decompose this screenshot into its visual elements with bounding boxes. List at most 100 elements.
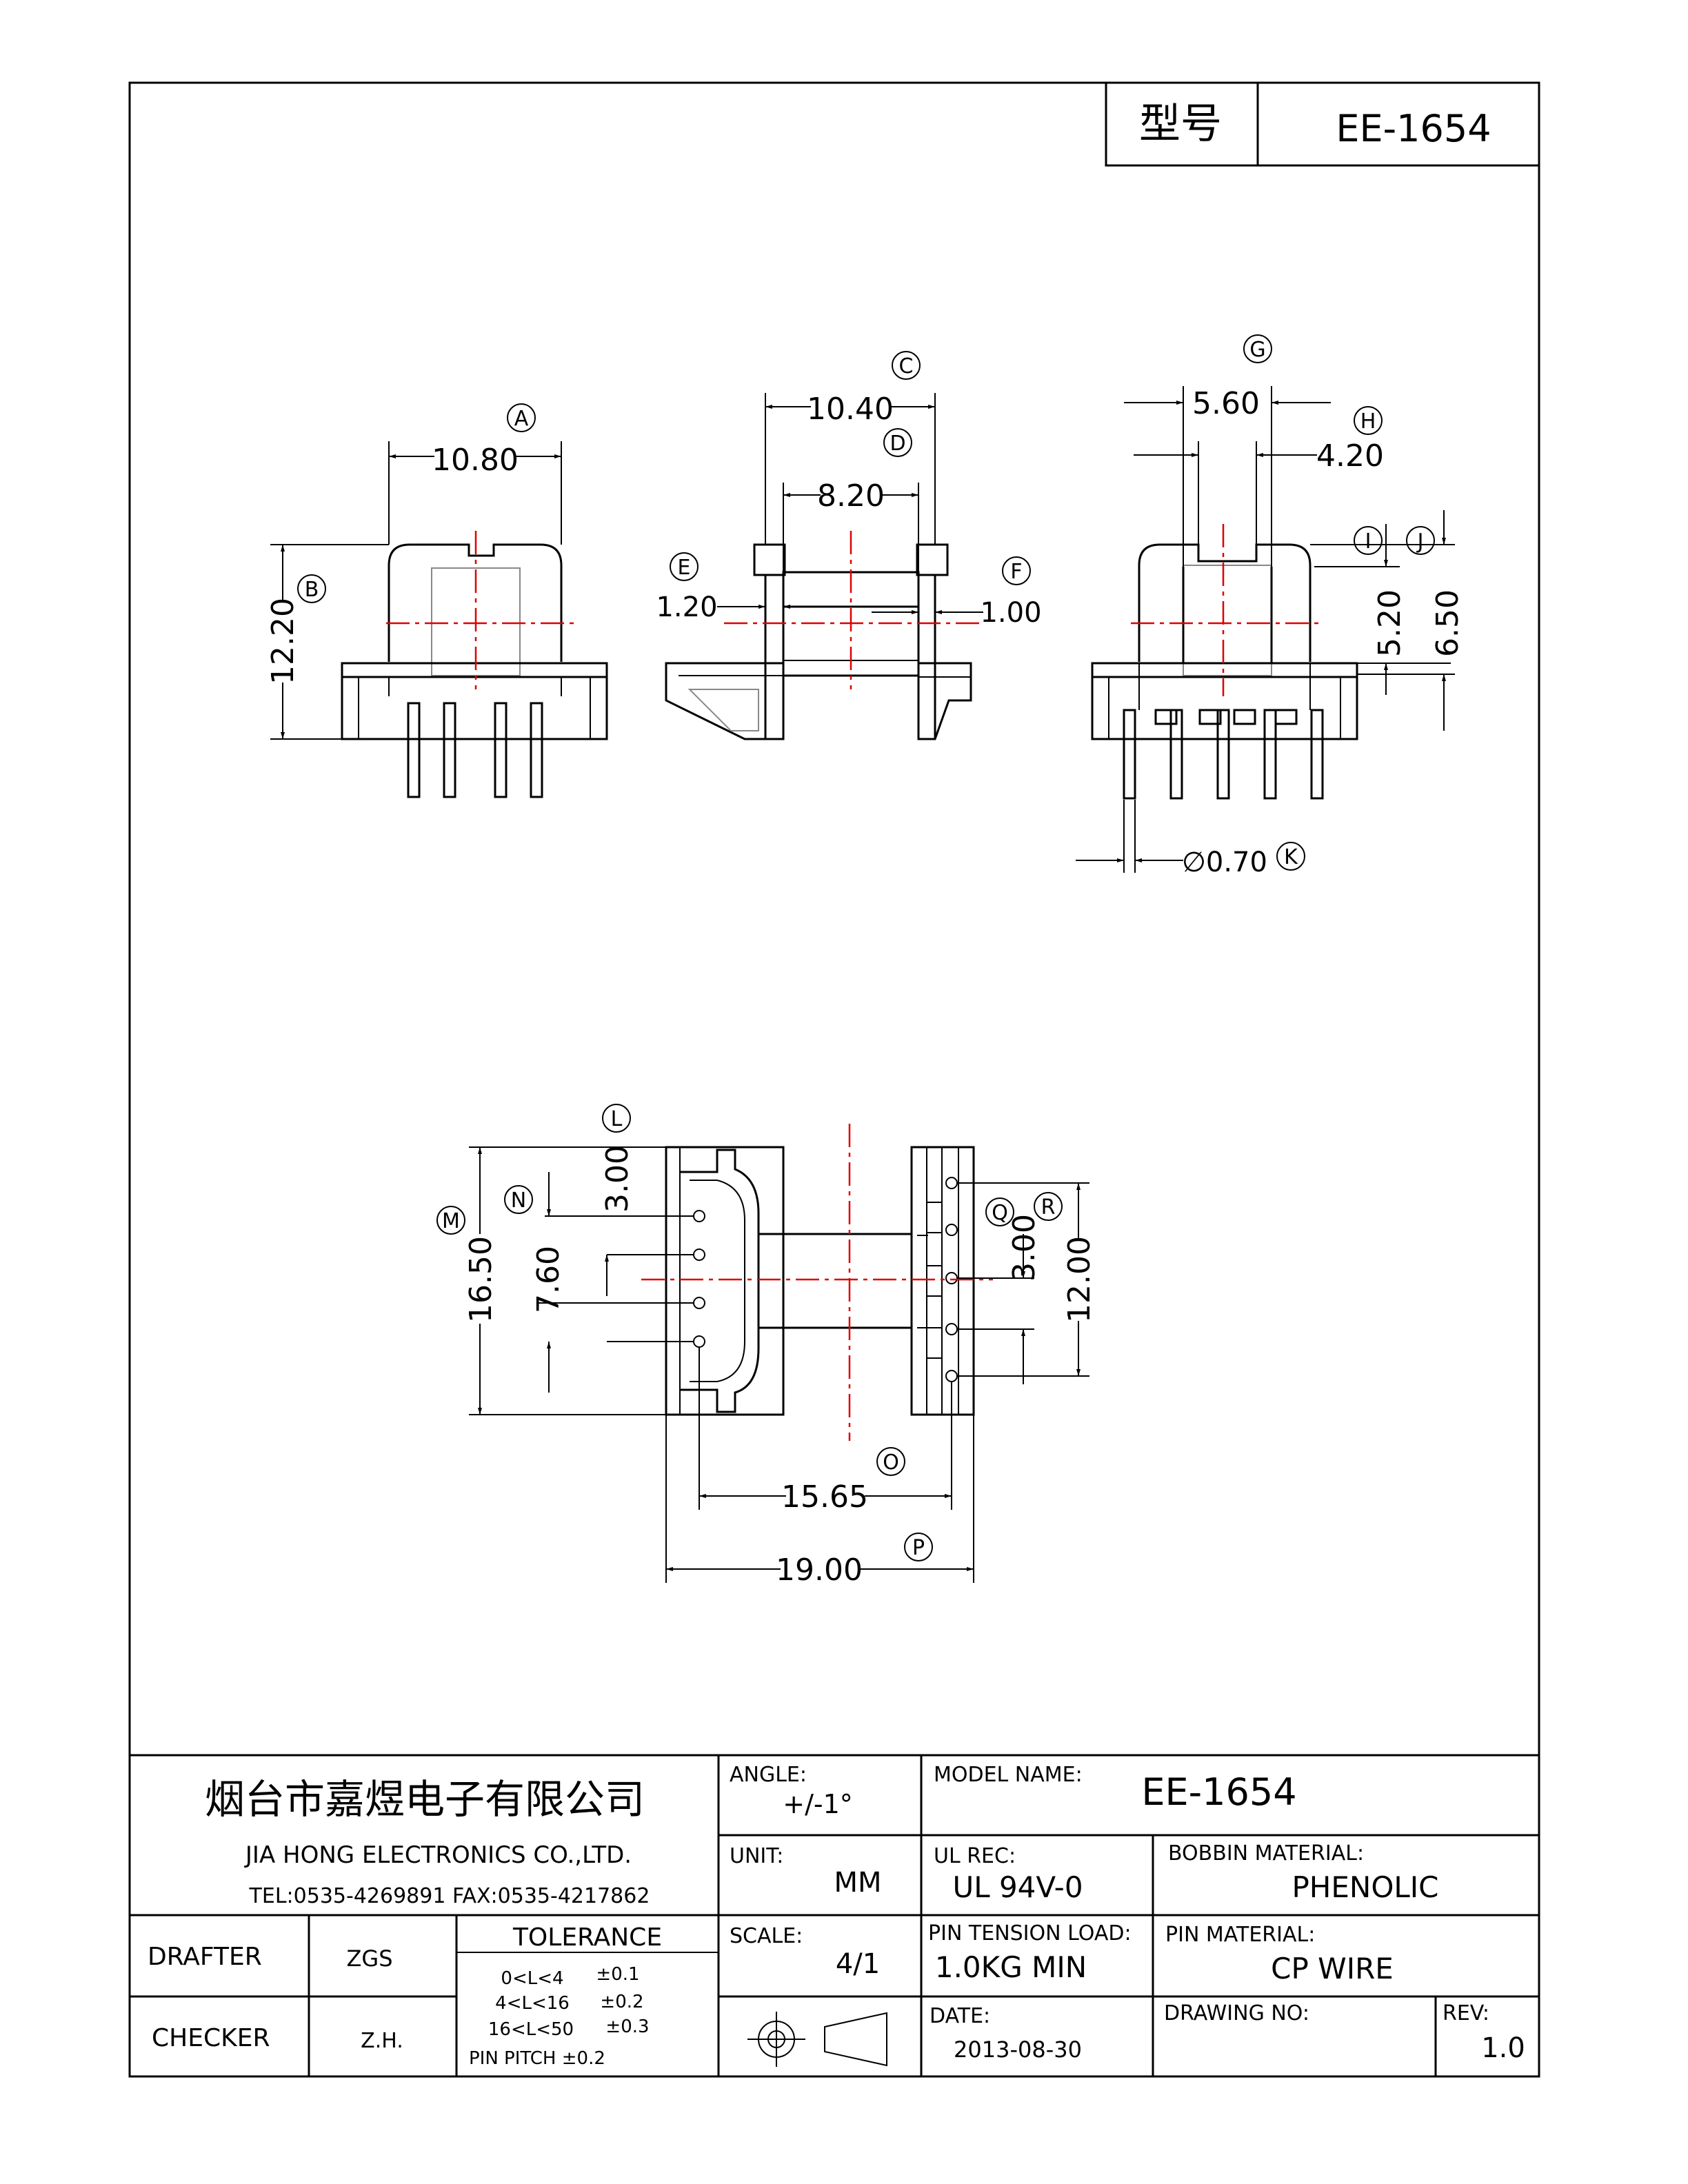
dim-E-tag: E	[678, 556, 691, 580]
scale-label: SCALE:	[730, 1924, 803, 1948]
dim-I: 5.20 I	[1314, 524, 1451, 695]
bobbin-material-value: PHENOLIC	[1292, 1870, 1438, 1904]
dim-G-tag: G	[1249, 338, 1265, 362]
dim-J: 6.50 J	[1310, 510, 1465, 731]
dim-I-value: 5.20	[1372, 589, 1407, 657]
dim-G: 5.60 G	[1124, 334, 1331, 567]
dim-E-value: 1.20	[656, 592, 717, 623]
dim-Q-tag: Q	[992, 1201, 1008, 1225]
pin-tension-label: PIN TENSION LOAD:	[928, 1921, 1132, 1945]
dim-D: 8.20 D	[783, 428, 919, 575]
pin-material-value: CP WIRE	[1271, 1952, 1394, 1985]
unit-label: UNIT:	[730, 1844, 783, 1868]
angle-value: +/-1°	[783, 1789, 853, 1819]
dim-O: 15.65 O	[699, 1347, 952, 1515]
front-view	[341, 531, 608, 798]
dim-F-value: 1.00	[980, 597, 1041, 629]
checker-label: CHECKER	[152, 2024, 270, 2052]
tol-range-1: 0<L<4	[501, 1968, 563, 1989]
dim-H-value: 4.20	[1316, 438, 1384, 474]
model-name-label: MODEL NAME:	[934, 1763, 1083, 1787]
ul-label: UL REC:	[934, 1844, 1016, 1868]
dim-J-value: 6.50	[1430, 589, 1465, 657]
dim-D-tag: D	[890, 432, 905, 456]
dim-P-value: 19.00	[776, 1553, 863, 1588]
dim-C-value: 10.40	[807, 392, 894, 427]
pin-material-label: PIN MATERIAL:	[1165, 1923, 1315, 1947]
dim-E: 1.20 E	[656, 552, 830, 623]
dim-L: 3.00 L	[545, 1104, 694, 1296]
dim-A-tag: A	[514, 407, 529, 431]
dim-B-value: 12.20	[265, 598, 301, 685]
dim-L-tag: L	[611, 1107, 623, 1131]
dim-L-value: 3.00	[600, 1145, 635, 1213]
rev-label: REV:	[1443, 2001, 1489, 2025]
dim-M-value: 16.50	[463, 1236, 499, 1323]
bobbin-material-label: BOBBIN MATERIAL:	[1168, 1841, 1364, 1866]
date-label: DATE:	[930, 2004, 990, 2028]
angle-label: ANGLE:	[730, 1763, 807, 1787]
type-label: 型号	[1139, 100, 1222, 148]
side-view	[665, 531, 979, 740]
tol-range-3: 16<L<50	[488, 2019, 574, 2040]
date-value: 2013-08-30	[954, 2036, 1082, 2063]
dim-K-value: ∅0.70	[1182, 847, 1267, 878]
dim-B: 12.20 B	[265, 544, 389, 740]
checker-value: Z.H.	[361, 2029, 403, 2053]
company-en: JIA HONG ELECTRONICS CO.,LTD.	[244, 1841, 632, 1869]
header-box: 型号 EE-1654	[1105, 81, 1540, 167]
drafter-value: ZGS	[346, 1945, 392, 1972]
dim-K-tag: K	[1284, 845, 1298, 869]
dim-P: 19.00 P	[665, 1415, 974, 1588]
dim-R: 12.00 R	[957, 1182, 1097, 1377]
dim-C: 10.40 C	[765, 351, 936, 545]
dim-Q-value: 3.00	[1007, 1214, 1042, 1282]
dim-F-tag: F	[1010, 560, 1022, 584]
title-block: 烟台市嘉煜电子有限公司 JIA HONG ELECTRONICS CO.,LTD…	[130, 1754, 1539, 2076]
model-name-value: EE-1654	[1141, 1770, 1296, 1814]
dim-F: 1.00 F	[872, 556, 1042, 629]
pin-tension-value: 1.0KG MIN	[935, 1950, 1087, 1984]
dim-J-tag: J	[1416, 529, 1424, 554]
dim-N-value: 7.60	[531, 1246, 566, 1313]
dim-B-tag: B	[305, 578, 319, 602]
dim-O-tag: O	[883, 1450, 899, 1475]
tol-value-2: ±0.2	[600, 1992, 643, 2012]
dim-H-tag: H	[1360, 410, 1376, 434]
rev-value: 1.0	[1481, 2032, 1525, 2064]
sheet-border	[128, 81, 1540, 2078]
drawing-no-label: DRAWING NO:	[1164, 2001, 1309, 2025]
tol-value-3: ±0.3	[605, 2016, 649, 2037]
back-view	[1091, 524, 1358, 800]
dim-P-tag: P	[912, 1536, 925, 1560]
dim-M: 16.50 M	[436, 1146, 666, 1415]
company-cn: 烟台市嘉煜电子有限公司	[205, 1776, 645, 1823]
tol-range-2: 4<L<16	[495, 1993, 570, 2014]
dim-R-value: 12.00	[1062, 1236, 1097, 1323]
dim-D-value: 8.20	[817, 478, 885, 514]
company-contact: TEL:0535-4269891 FAX:0535-4217862	[249, 1884, 650, 1908]
unit-value: MM	[834, 1867, 881, 1899]
dim-N: 7.60 N	[504, 1185, 694, 1393]
dim-K: ∅0.70 K	[1076, 800, 1305, 878]
drafter-label: DRAFTER	[148, 1943, 262, 1971]
ul-value: UL 94V-0	[952, 1870, 1083, 1904]
dim-I-tag: I	[1365, 529, 1372, 554]
dim-R-tag: R	[1041, 1195, 1056, 1220]
dim-N-tag: N	[511, 1189, 526, 1213]
dim-O-value: 15.65	[781, 1479, 868, 1515]
dim-H: 4.20 H	[1134, 406, 1384, 561]
dim-M-tag: M	[442, 1209, 460, 1233]
tolerance-label: TOLERANCE	[512, 1923, 662, 1952]
projection-symbol	[747, 2012, 887, 2067]
scale-value: 4/1	[836, 1948, 880, 1980]
dim-A-value: 10.80	[432, 443, 519, 478]
bottom-view	[641, 1124, 993, 1441]
tol-value-1: ±0.1	[596, 1964, 639, 1985]
dim-G-value: 5.60	[1192, 386, 1260, 421]
dim-Q: 3.00 Q	[957, 1197, 1042, 1384]
dim-C-tag: C	[899, 354, 914, 378]
type-value: EE-1654	[1336, 107, 1491, 150]
pin-pitch: PIN PITCH ±0.2	[469, 2048, 605, 2069]
